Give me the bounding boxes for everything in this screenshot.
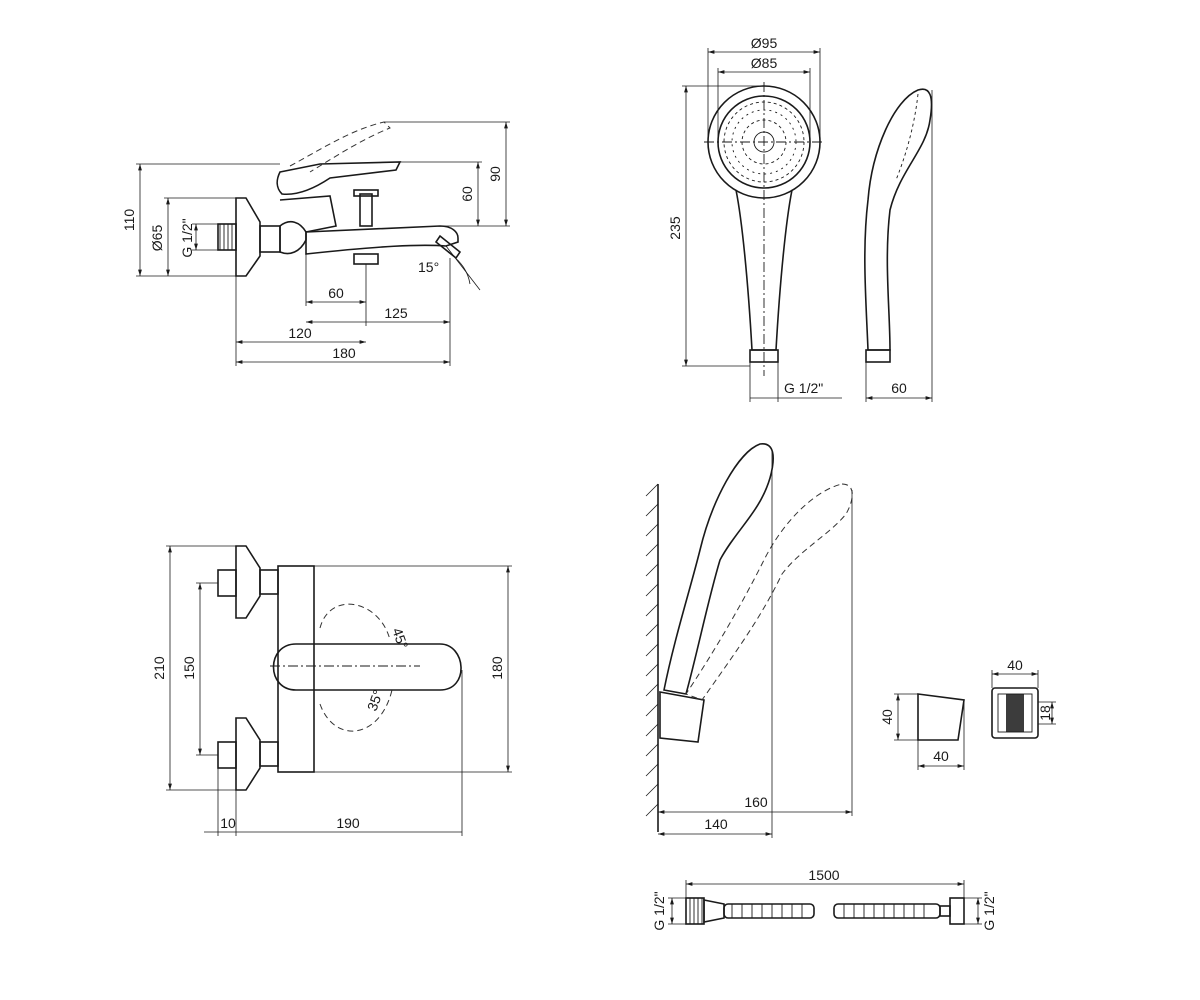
lever-top: [272, 643, 462, 691]
shower-thread-front: [749, 349, 779, 363]
thread-top: [217, 569, 237, 597]
dim-140-label: 140: [704, 816, 728, 832]
dim-120-label: 120: [288, 325, 312, 341]
holder-bracket: [659, 691, 705, 743]
lever-rotation-45: [319, 603, 391, 641]
holder-parts: 40 40 40 18: [879, 657, 1056, 770]
hose-left-cone: [703, 899, 725, 923]
faucet-side-view: 110 Ø65 G 1/2" 90 60 15° 60 125 120 180: [121, 121, 510, 366]
dim-60-vertical-label: 60: [459, 186, 475, 202]
dim-10-label: 10: [220, 815, 236, 831]
hose-view: 1500 G 1/2" G 1/2": [651, 867, 997, 931]
shower-thread-side: [865, 349, 891, 363]
dim-15-arc: [447, 251, 471, 285]
dim-45-label: 45°: [389, 626, 411, 651]
mixer-body: [279, 195, 337, 233]
spout: [305, 225, 459, 255]
shower-tilted-outline: [685, 483, 853, 701]
dim-125-label: 125: [384, 305, 408, 321]
shower-handle-side: [864, 88, 933, 351]
dim-190-label: 190: [336, 815, 360, 831]
dim-1500-label: 1500: [808, 867, 839, 883]
dim-40-height-label: 40: [879, 709, 895, 725]
dim-35-label: 35°: [364, 688, 386, 713]
spout-tip: [434, 234, 462, 260]
dim-18-label: 18: [1037, 705, 1053, 721]
dim-60-label: 60: [328, 285, 344, 301]
flange-top: [235, 545, 261, 619]
thread-bottom: [217, 741, 237, 769]
dim-110-label: 110: [121, 209, 137, 232]
wall-holder-view: 160 140: [645, 443, 853, 838]
dim-90-label: 90: [487, 166, 503, 182]
wall-flange: [235, 197, 261, 277]
dim-thread-label: G 1/2": [784, 380, 823, 396]
flange-bottom: [235, 717, 261, 791]
cone-body: [279, 220, 307, 255]
dim-95-label: Ø95: [751, 35, 778, 51]
mixer-body-top: [277, 565, 315, 773]
hose-left-nut: [685, 897, 705, 925]
faucet-top-view: 210 150 180 45° 35° 10 190: [151, 545, 512, 836]
lever-rotation-35: [319, 689, 393, 732]
dim-235-label: 235: [667, 216, 683, 240]
holder-side: [917, 693, 965, 741]
hose-coils: [731, 904, 925, 918]
hose-segment-left: [723, 903, 815, 919]
thread-hatch: [219, 224, 233, 250]
lever-handle: [276, 161, 402, 196]
dim-40-width-label: 40: [933, 748, 949, 764]
hose-right-neck: [939, 905, 951, 917]
shower-head-views: Ø95 Ø85 235 G 1/2" 60: [667, 35, 933, 402]
dim-150-label: 150: [181, 656, 197, 680]
dim-180-right-label: 180: [489, 656, 505, 680]
dim-thread-label: G 1/2": [179, 218, 195, 257]
diverter-cap: [353, 189, 379, 197]
nut-bottom: [259, 741, 279, 767]
eccentric-nut: [259, 225, 281, 253]
dim-65-label: Ø65: [149, 225, 165, 252]
dim-180-label: 180: [332, 345, 356, 361]
dim-60-label: 60: [891, 380, 907, 396]
diverter-base: [353, 253, 379, 265]
wall-hatch: [645, 483, 659, 817]
hose-left-texture: [689, 898, 703, 924]
dim-210-label: 210: [151, 656, 167, 680]
holder-front: [991, 687, 1039, 739]
hose-thread-left-label: G 1/2": [651, 891, 667, 930]
nut-top: [259, 569, 279, 595]
shower-in-holder: [663, 443, 774, 695]
lever-raised-outline: [289, 121, 391, 173]
diverter-knob: [359, 193, 373, 227]
hose-right-nut: [949, 897, 965, 925]
holder-slot: [1006, 694, 1024, 732]
dim-160-label: 160: [744, 794, 768, 810]
dim-40-top-label: 40: [1007, 657, 1023, 673]
hose-thread-right-label: G 1/2": [981, 891, 997, 930]
dim-15-label: 15°: [418, 259, 439, 275]
thread-connector: [217, 223, 237, 251]
dim-85-label: Ø85: [751, 55, 778, 71]
